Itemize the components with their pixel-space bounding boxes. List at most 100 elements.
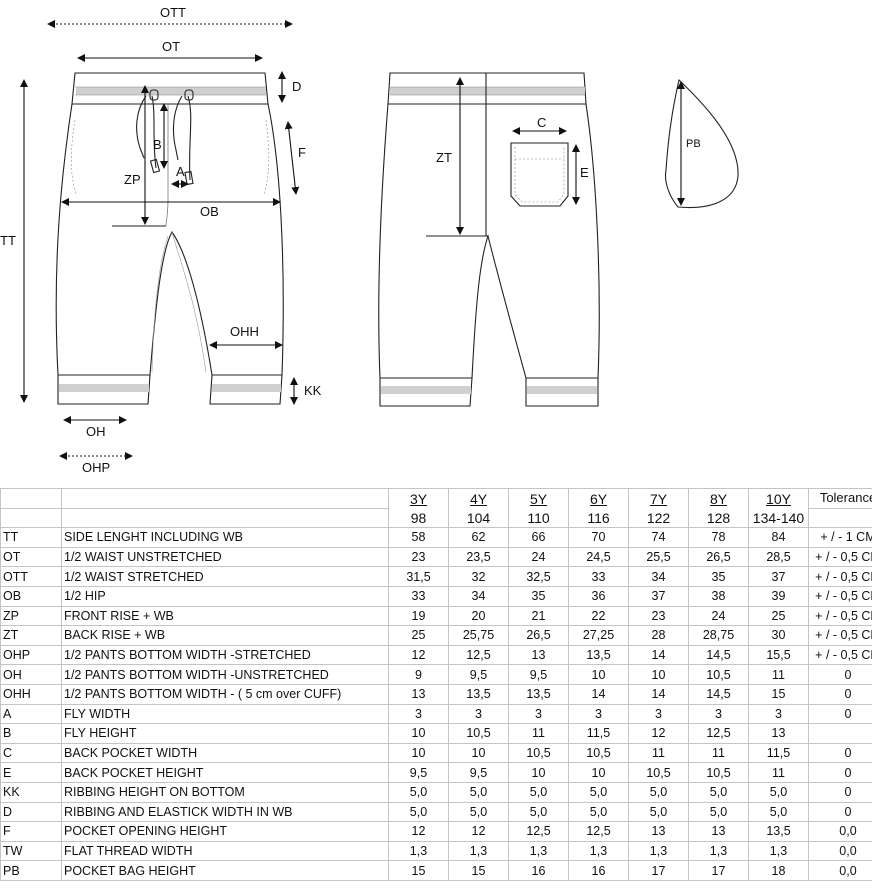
measurement-value: 3 bbox=[568, 703, 629, 725]
measurement-value: 32 bbox=[448, 566, 509, 587]
measurement-value: 5,0 bbox=[448, 801, 509, 823]
measurement-value: 5,0 bbox=[508, 801, 569, 823]
measurement-code: ZP bbox=[0, 605, 62, 627]
tolerance-value: + / - 0,5 CM bbox=[808, 585, 872, 607]
measurement-code: OT bbox=[0, 546, 62, 568]
measurement-description: POCKET BAG HEIGHT bbox=[61, 860, 389, 881]
measurement-code: D bbox=[0, 801, 62, 823]
measurement-value: 14 bbox=[568, 683, 629, 705]
label-ohh: OHH bbox=[230, 324, 259, 339]
tolerance-value: 0 bbox=[808, 723, 872, 744]
measurement-value: 10,5 bbox=[628, 762, 689, 783]
size-header: 3Y bbox=[388, 488, 449, 509]
measurement-value: 24 bbox=[508, 546, 569, 568]
measurement-value: 66 bbox=[508, 527, 569, 548]
measurement-value: 28,75 bbox=[688, 625, 749, 646]
blank-cell bbox=[808, 507, 872, 529]
measurement-description: 1/2 PANTS BOTTOM WIDTH -STRETCHED bbox=[61, 644, 389, 666]
measurement-value: 70 bbox=[568, 527, 629, 548]
measurement-value: 22 bbox=[568, 605, 629, 627]
measurement-value: 23,5 bbox=[448, 546, 509, 568]
measurement-code: KK bbox=[0, 781, 62, 803]
measurement-value: 5,0 bbox=[388, 781, 449, 803]
measurement-value: 1,3 bbox=[628, 840, 689, 862]
label-ohp: OHP bbox=[82, 460, 110, 475]
measurement-code: B bbox=[0, 723, 62, 744]
tolerance-value: 0,0 bbox=[808, 840, 872, 862]
label-ott: OTT bbox=[160, 5, 186, 20]
measurement-value: 5,0 bbox=[568, 781, 629, 803]
measurement-description: RIBBING AND ELASTICK WIDTH IN WB bbox=[61, 801, 389, 823]
measurement-value: 26,5 bbox=[688, 546, 749, 568]
measurement-value: 24 bbox=[688, 605, 749, 627]
tolerance-value: 0 bbox=[808, 703, 872, 725]
measurement-value: 11 bbox=[628, 742, 689, 764]
size-header: 5Y bbox=[508, 488, 569, 509]
tolerance-value: 0 bbox=[808, 781, 872, 803]
measurement-value: 5,0 bbox=[748, 801, 809, 823]
measurement-description: FLY HEIGHT bbox=[61, 723, 389, 744]
measurement-value: 10,5 bbox=[508, 742, 569, 764]
measurement-value: 3 bbox=[628, 703, 689, 725]
measurement-value: 9,5 bbox=[388, 762, 449, 783]
measurement-value: 25 bbox=[388, 625, 449, 646]
label-a: A bbox=[176, 164, 185, 179]
blank-cell bbox=[61, 488, 389, 509]
measurement-value: 5,0 bbox=[688, 781, 749, 803]
label-e: E bbox=[580, 165, 589, 180]
measurement-value: 12 bbox=[388, 644, 449, 666]
size-header: 6Y bbox=[568, 488, 629, 509]
measurement-value: 5,0 bbox=[508, 781, 569, 803]
measurement-value: 28 bbox=[628, 625, 689, 646]
back-measurements bbox=[456, 77, 580, 235]
measurement-value: 35 bbox=[508, 585, 569, 607]
measurement-value: 5,0 bbox=[748, 781, 809, 803]
measurement-value: 12,5 bbox=[448, 644, 509, 666]
tolerance-value: 0 bbox=[808, 762, 872, 783]
measurement-value: 12 bbox=[388, 821, 449, 842]
size-label-row: 3Y 4Y 5Y 6Y 7Y 8Y 10Y Tolerance bbox=[0, 488, 872, 509]
measurement-value: 13 bbox=[388, 683, 449, 705]
measurement-value: 13,5 bbox=[508, 683, 569, 705]
measurement-code: OHP bbox=[0, 644, 62, 666]
measurement-value: 23 bbox=[388, 546, 449, 568]
label-d: D bbox=[292, 79, 301, 94]
front-labels: OTT OT D F B ZP A OB TT OHH KK OH OHP bbox=[0, 5, 322, 475]
measurement-value: 10,5 bbox=[448, 723, 509, 744]
blank-cell bbox=[0, 488, 62, 509]
measurement-value: 35 bbox=[688, 566, 749, 587]
measurement-value: 33 bbox=[568, 566, 629, 587]
measurement-description: BACK POCKET HEIGHT bbox=[61, 762, 389, 783]
measurement-value: 10,5 bbox=[568, 742, 629, 764]
size-header: 4Y bbox=[448, 488, 509, 509]
tolerance-header: Tolerance bbox=[808, 488, 872, 509]
measurement-code: C bbox=[0, 742, 62, 764]
measurement-value: 9,5 bbox=[448, 762, 509, 783]
measurement-value: 15,5 bbox=[748, 644, 809, 666]
measurement-code: OH bbox=[0, 664, 62, 685]
measurement-description: FRONT RISE + WB bbox=[61, 605, 389, 627]
label-b: B bbox=[153, 137, 162, 152]
size-header: 8Y bbox=[688, 488, 749, 509]
measurement-value: 38 bbox=[688, 585, 749, 607]
measurement-value: 33 bbox=[388, 585, 449, 607]
measurement-value: 13 bbox=[748, 723, 809, 744]
measurement-value: 1,3 bbox=[448, 840, 509, 862]
measurement-code: OB bbox=[0, 585, 62, 607]
tolerance-value: 0 bbox=[808, 683, 872, 705]
label-f: F bbox=[298, 145, 306, 160]
measurement-value: 3 bbox=[688, 703, 749, 725]
measurement-value: 13 bbox=[508, 644, 569, 666]
measurement-value: 11,5 bbox=[748, 742, 809, 764]
measurement-description: SIDE LENGHT INCLUDING WB bbox=[61, 527, 389, 548]
pocket-bag bbox=[664, 78, 739, 209]
